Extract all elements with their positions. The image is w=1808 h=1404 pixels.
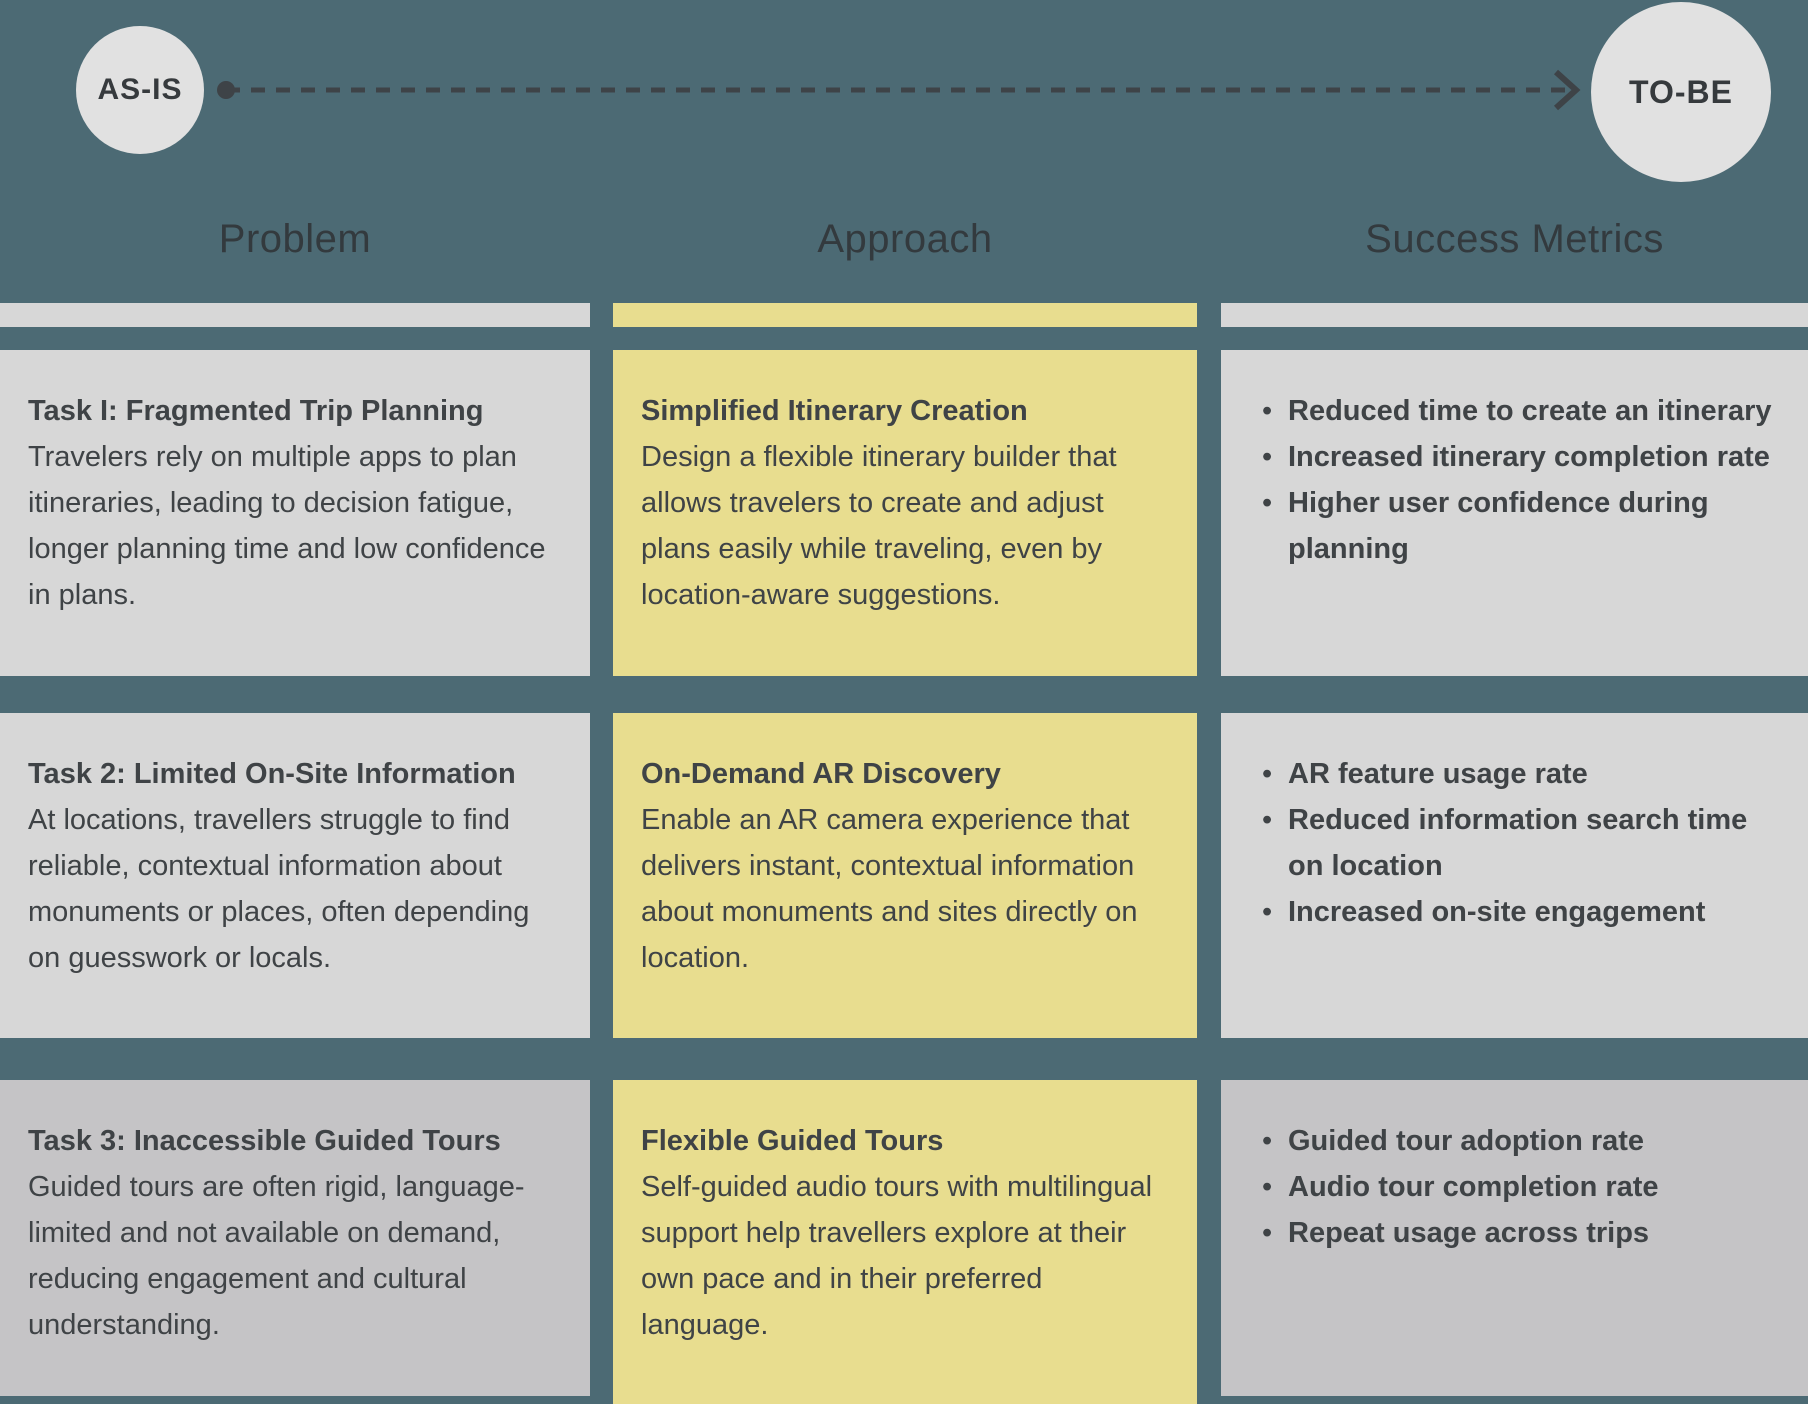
column-header-success-metrics: Success Metrics (1365, 217, 1664, 261)
metric-text: AR feature usage rate (1288, 758, 1588, 790)
approach-card-task-2: On-Demand AR Discovery Enable an AR came… (613, 713, 1197, 1038)
bullet-icon: • (1262, 896, 1273, 928)
metrics-card-task-1: • Reduced time to create an itinerary • In… (1221, 350, 1808, 676)
problem-card-task-1: Task I: Fragmented Trip Planning Travele… (0, 350, 590, 676)
problem-card-task-3: Task 3: Inaccessible Guided Tours Guided… (0, 1080, 590, 1396)
metric-text: Increased itinerary completion rate (1288, 441, 1770, 473)
metric-item: • Increased on-site engagement (1249, 889, 1788, 935)
column-header-problem: Problem (218, 217, 372, 261)
as-is-label: AS-IS (97, 73, 183, 106)
metrics-list: • AR feature usage rate • Reduced informat… (1221, 713, 1808, 935)
metric-text: Reduced information search time on locat… (1288, 804, 1748, 882)
card-body: Enable an AR camera experience that deli… (641, 804, 1138, 974)
card-title: Simplified Itinerary Creation (641, 395, 1028, 427)
cropped-card-strip-metrics (1221, 303, 1808, 327)
metric-item: • Increased itinerary completion rate (1249, 434, 1788, 480)
to-be-circle: TO-BE (1591, 2, 1771, 182)
metric-text: Repeat usage across trips (1288, 1217, 1650, 1249)
card-body: Design a flexible itinerary builder that… (641, 441, 1117, 611)
cropped-card-strip-problem (0, 303, 590, 327)
metric-item: • AR feature usage rate (1249, 751, 1788, 797)
bullet-icon: • (1262, 395, 1273, 427)
metric-text: Reduced time to create an itinerary (1288, 395, 1772, 427)
metrics-card-task-3: • Guided tour adoption rate • Audio tour c… (1221, 1080, 1808, 1396)
bullet-icon: • (1262, 1217, 1273, 1249)
card-title: Task 2: Limited On-Site Information (28, 758, 516, 790)
metric-item: • Guided tour adoption rate (1249, 1118, 1788, 1164)
metric-text: Guided tour adoption rate (1288, 1125, 1645, 1157)
dashed-arrow (217, 69, 1581, 111)
arrow-head-icon (1553, 69, 1581, 111)
card-title: Flexible Guided Tours (641, 1125, 944, 1157)
bullet-icon: • (1262, 804, 1273, 836)
approach-card-task-3: Flexible Guided Tours Self-guided audio … (613, 1080, 1197, 1404)
card-title: Task 3: Inaccessible Guided Tours (28, 1125, 501, 1157)
metrics-card-task-2: • AR feature usage rate • Reduced informat… (1221, 713, 1808, 1038)
bullet-icon: • (1262, 487, 1273, 519)
problem-card-task-2: Task 2: Limited On-Site Information At l… (0, 713, 590, 1038)
card-body: Self-guided audio tours with multilingua… (641, 1171, 1153, 1341)
card-body: Travelers rely on multiple apps to plan … (28, 441, 546, 611)
bullet-icon: • (1262, 1125, 1273, 1157)
bullet-icon: • (1262, 758, 1273, 790)
as-is-circle: AS-IS (76, 26, 204, 154)
metric-item: • Reduced information search time on loca… (1249, 797, 1788, 889)
metric-text: Higher user confidence during planning (1288, 487, 1709, 565)
bullet-icon: • (1262, 441, 1273, 473)
metric-text: Increased on-site engagement (1288, 896, 1706, 928)
bullet-icon: • (1262, 1171, 1273, 1203)
approach-card-task-1: Simplified Itinerary Creation Design a f… (613, 350, 1197, 676)
metric-item: • Reduced time to create an itinerary (1249, 388, 1788, 434)
card-title: Task I: Fragmented Trip Planning (28, 395, 484, 427)
metrics-list: • Reduced time to create an itinerary • In… (1221, 350, 1808, 572)
card-body: At locations, travellers struggle to fin… (28, 804, 530, 974)
to-be-label: TO-BE (1629, 73, 1733, 110)
metric-item: • Audio tour completion rate (1249, 1164, 1788, 1210)
metric-text: Audio tour completion rate (1288, 1171, 1659, 1203)
cropped-card-strip-approach (613, 303, 1197, 327)
card-body: Guided tours are often rigid, language-l… (28, 1171, 525, 1341)
metric-item: • Repeat usage across trips (1249, 1210, 1788, 1256)
metrics-list: • Guided tour adoption rate • Audio tour c… (1221, 1080, 1808, 1256)
metric-item: • Higher user confidence during planning (1249, 480, 1788, 572)
card-title: On-Demand AR Discovery (641, 758, 1001, 790)
column-header-approach: Approach (817, 217, 993, 261)
